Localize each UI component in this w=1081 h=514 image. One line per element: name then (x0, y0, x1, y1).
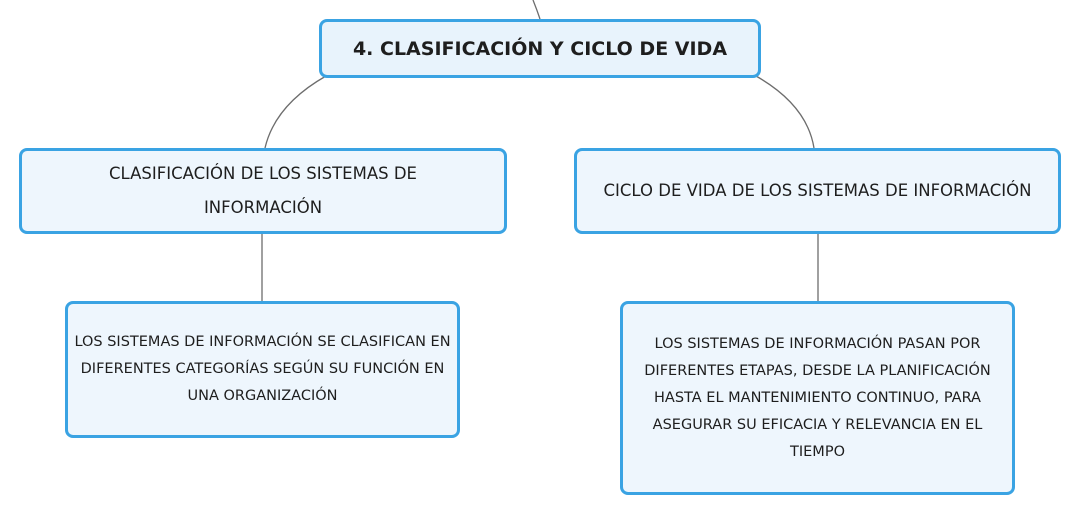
connector-parent-to-root (532, 0, 541, 20)
topic-node-clasificacion[interactable]: CLASIFICACIÓN DE LOS SISTEMAS DE INFORMA… (19, 148, 507, 234)
root-topic-label: 4. CLASIFICACIÓN Y CICLO DE VIDA (352, 37, 728, 60)
topic-label-ciclo-de-vida: CICLO DE VIDA DE LOS SISTEMAS DE INFORMA… (603, 181, 1032, 200)
subtopic-label-ciclo-de-vida-description: LOS SISTEMAS DE INFORMACIÓN PASAN POR DI… (644, 335, 991, 460)
topic-label-clasificacion: CLASIFICACIÓN DE LOS SISTEMAS DE INFORMA… (109, 164, 417, 217)
topic-node-ciclo-de-vida[interactable]: CICLO DE VIDA DE LOS SISTEMAS DE INFORMA… (574, 148, 1061, 234)
root-topic-node[interactable]: 4. CLASIFICACIÓN Y CICLO DE VIDA (319, 19, 761, 78)
subtopic-node-clasificacion-description[interactable]: LOS SISTEMAS DE INFORMACIÓN SE CLASIFICA… (65, 301, 460, 438)
connector-root-to-left-branch (264, 75, 327, 149)
subtopic-node-ciclo-de-vida-description[interactable]: LOS SISTEMAS DE INFORMACIÓN PASAN POR DI… (620, 301, 1015, 495)
subtopic-label-clasificacion-description: LOS SISTEMAS DE INFORMACIÓN SE CLASIFICA… (74, 334, 451, 404)
connector-root-to-right-branch (755, 75, 815, 149)
